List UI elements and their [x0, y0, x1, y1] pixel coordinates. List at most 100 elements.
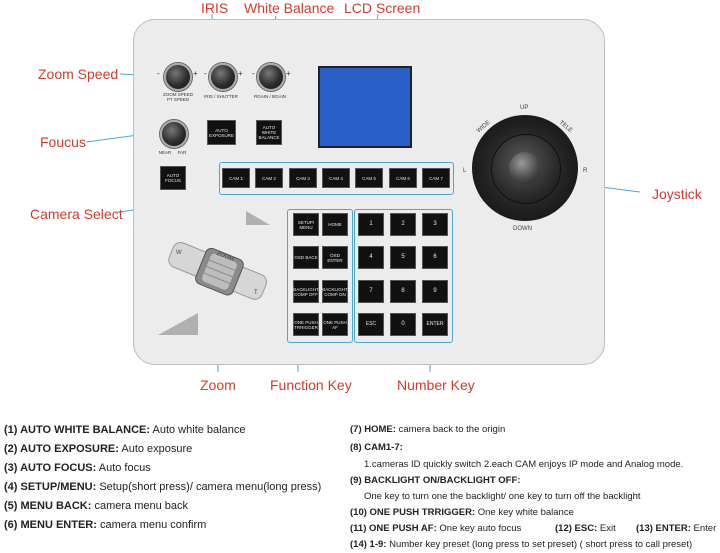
home-button[interactable]: HOME: [322, 213, 348, 236]
desc-auto-exposure: (2) AUTO EXPOSURE: Auto exposure: [4, 443, 192, 455]
focus-near-label: NEAR: [158, 150, 172, 155]
number-key-8[interactable]: 8: [390, 280, 416, 303]
joystick-up-label: UP: [520, 105, 529, 111]
desc-cam-key: (8) CAM1-7:: [350, 442, 403, 453]
desc-text: Exit: [599, 523, 616, 534]
iris-shutter-knob[interactable]: [209, 63, 237, 91]
joystick-handle[interactable]: [509, 152, 541, 184]
osd-back-button[interactable]: OSD BACK: [293, 246, 319, 269]
desc-key: (6) MENU ENTER:: [4, 519, 97, 531]
desc-text: camera menu back: [94, 500, 188, 512]
desc-key: (2) AUTO EXPOSURE:: [4, 443, 119, 455]
cam-7-button[interactable]: CAM 7: [422, 168, 450, 188]
backlight-comp-off-button[interactable]: BACKLIGHT COMP OFF: [293, 280, 319, 303]
desc-key: (9) BACKLIGHT ON/BACKLIGHT OFF:: [350, 475, 521, 486]
cam-6-button[interactable]: CAM 6: [389, 168, 417, 188]
esc-button[interactable]: ESC: [358, 313, 384, 336]
rgain-minus: -: [252, 69, 255, 78]
desc-home: (7) HOME: camera back to the origin: [350, 424, 505, 435]
desc-menu-back: (5) MENU BACK: camera menu back: [4, 500, 188, 512]
focus-knob[interactable]: [160, 120, 188, 148]
desc-enter: (13) ENTER: Enter: [636, 523, 716, 534]
iris-minus: -: [204, 69, 207, 78]
number-key-7[interactable]: 7: [358, 280, 384, 303]
zoom-lever-graphic: [168, 242, 267, 300]
zoom-speed-knob[interactable]: [164, 63, 192, 91]
desc-key: (12) ESC:: [555, 523, 598, 534]
auto-white-balance-button[interactable]: AUTO WHITE BALANCE: [256, 120, 282, 145]
desc-text: One key auto focus: [439, 523, 522, 534]
desc-auto-focus: (3) AUTO FOCUS: Auto focus: [4, 462, 151, 474]
function-key-group: [287, 209, 353, 343]
osd-enter-button[interactable]: OSD ENTER: [322, 246, 348, 269]
focus-far-label: FAR: [177, 150, 187, 155]
number-key-6[interactable]: 6: [422, 246, 448, 269]
cam-5-button[interactable]: CAM 5: [355, 168, 383, 188]
rgain-bgain-knob[interactable]: [257, 63, 285, 91]
desc-key: (8) CAM1-7:: [350, 442, 403, 453]
desc-menu-enter: (6) MENU ENTER: camera menu confirm: [4, 519, 206, 531]
desc-auto-white-balance: (1) AUTO WHITE BALANCE: Auto white balan…: [4, 424, 245, 436]
lcd-screen: [318, 66, 412, 148]
desc-esc: (12) ESC: Exit: [555, 523, 616, 534]
desc-text: Setup(short press)/ camera menu(long pre…: [99, 481, 322, 493]
desc-text: Auto exposure: [121, 443, 193, 455]
callout-number-key: Number Key: [397, 377, 475, 393]
number-key-9[interactable]: 9: [422, 280, 448, 303]
setup-menu-button[interactable]: SETUP/ MENU: [293, 213, 319, 236]
desc-key: (1) AUTO WHITE BALANCE:: [4, 424, 151, 436]
desc-text: 1.cameras ID quickly switch 2.each CAM e…: [364, 459, 684, 470]
desc-text: camera back to the origin: [398, 424, 506, 435]
desc-key: (4) SETUP/MENU:: [4, 481, 97, 493]
zoom-lever[interactable]: ZOOM W T: [166, 240, 270, 300]
desc-text: Auto focus: [98, 462, 151, 474]
iris-shutter-label: IRIS / SHUTTER: [204, 94, 238, 99]
zoom-lever-t-label: T: [254, 290, 258, 296]
desc-text: Auto white balance: [152, 424, 246, 436]
auto-exposure-button[interactable]: AUTO EXPOSURE: [207, 120, 236, 145]
one-push-af-button[interactable]: ONE PUSH AF: [322, 313, 348, 336]
desc-text: camera menu confirm: [99, 519, 207, 531]
desc-key: (11) ONE PUSH AF:: [350, 523, 437, 534]
joystick-left-label: L: [463, 168, 467, 174]
corner-triangle-lower: [158, 313, 198, 335]
desc-text: Number key preset (long press to set pre…: [389, 539, 693, 550]
callout-focus: Foucus: [40, 134, 86, 150]
number-key-4[interactable]: 4: [358, 246, 384, 269]
desc-number-keys: (14) 1-9: Number key preset (long press …: [350, 539, 692, 550]
number-key-5[interactable]: 5: [390, 246, 416, 269]
auto-focus-button[interactable]: AUTO FOCUS: [160, 166, 186, 190]
desc-setup-menu: (4) SETUP/MENU: Setup(short press)/ came…: [4, 481, 321, 493]
rgain-bgain-label: RGAIN / BGAIN: [253, 94, 286, 99]
callout-function-key: Function Key: [270, 377, 352, 393]
rgain-plus: +: [286, 69, 291, 78]
pt-speed-label: PT SPEED: [166, 97, 190, 102]
desc-text: One key white balance: [477, 507, 574, 518]
one-push-trigger-button[interactable]: ONE PUSH TRRIGGER: [293, 313, 319, 336]
number-key-3[interactable]: 3: [422, 213, 448, 236]
desc-backlight-key: (9) BACKLIGHT ON/BACKLIGHT OFF:: [350, 475, 520, 486]
callout-iris: IRIS: [201, 0, 229, 16]
desc-one-push-af: (11) ONE PUSH AF: One key auto focus: [350, 523, 521, 534]
desc-key: (14) 1-9:: [350, 539, 387, 550]
joystick-down-label: DOWN: [513, 226, 532, 232]
cam-1-button[interactable]: CAM 1: [222, 168, 250, 188]
number-key-1[interactable]: 1: [358, 213, 384, 236]
cam-4-button[interactable]: CAM 4: [322, 168, 350, 188]
backlight-comp-on-button[interactable]: BACKLIGHT COMP ON: [322, 280, 348, 303]
desc-key: (10) ONE PUSH TRRIGGER:: [350, 507, 476, 518]
camera-select-group: [219, 162, 454, 195]
callout-zoom: Zoom: [200, 377, 236, 393]
cam-3-button[interactable]: CAM 3: [289, 168, 317, 188]
zoom-speed-label: ZOOM SPEED: [162, 92, 193, 97]
callout-camera-select: Camera Select: [30, 206, 123, 222]
callout-joystick: Joystick: [652, 186, 702, 202]
cam-2-button[interactable]: CAM 2: [255, 168, 283, 188]
zoom-speed-minus: -: [157, 69, 160, 78]
callout-white-balance: White Balance: [244, 0, 335, 16]
desc-backlight-text: One key to turn one the backlight/ one k…: [364, 491, 641, 502]
number-key-2[interactable]: 2: [390, 213, 416, 236]
desc-key: (7) HOME:: [350, 424, 396, 435]
enter-button[interactable]: ENTER: [422, 313, 448, 336]
number-key-0[interactable]: 0: [390, 313, 416, 336]
